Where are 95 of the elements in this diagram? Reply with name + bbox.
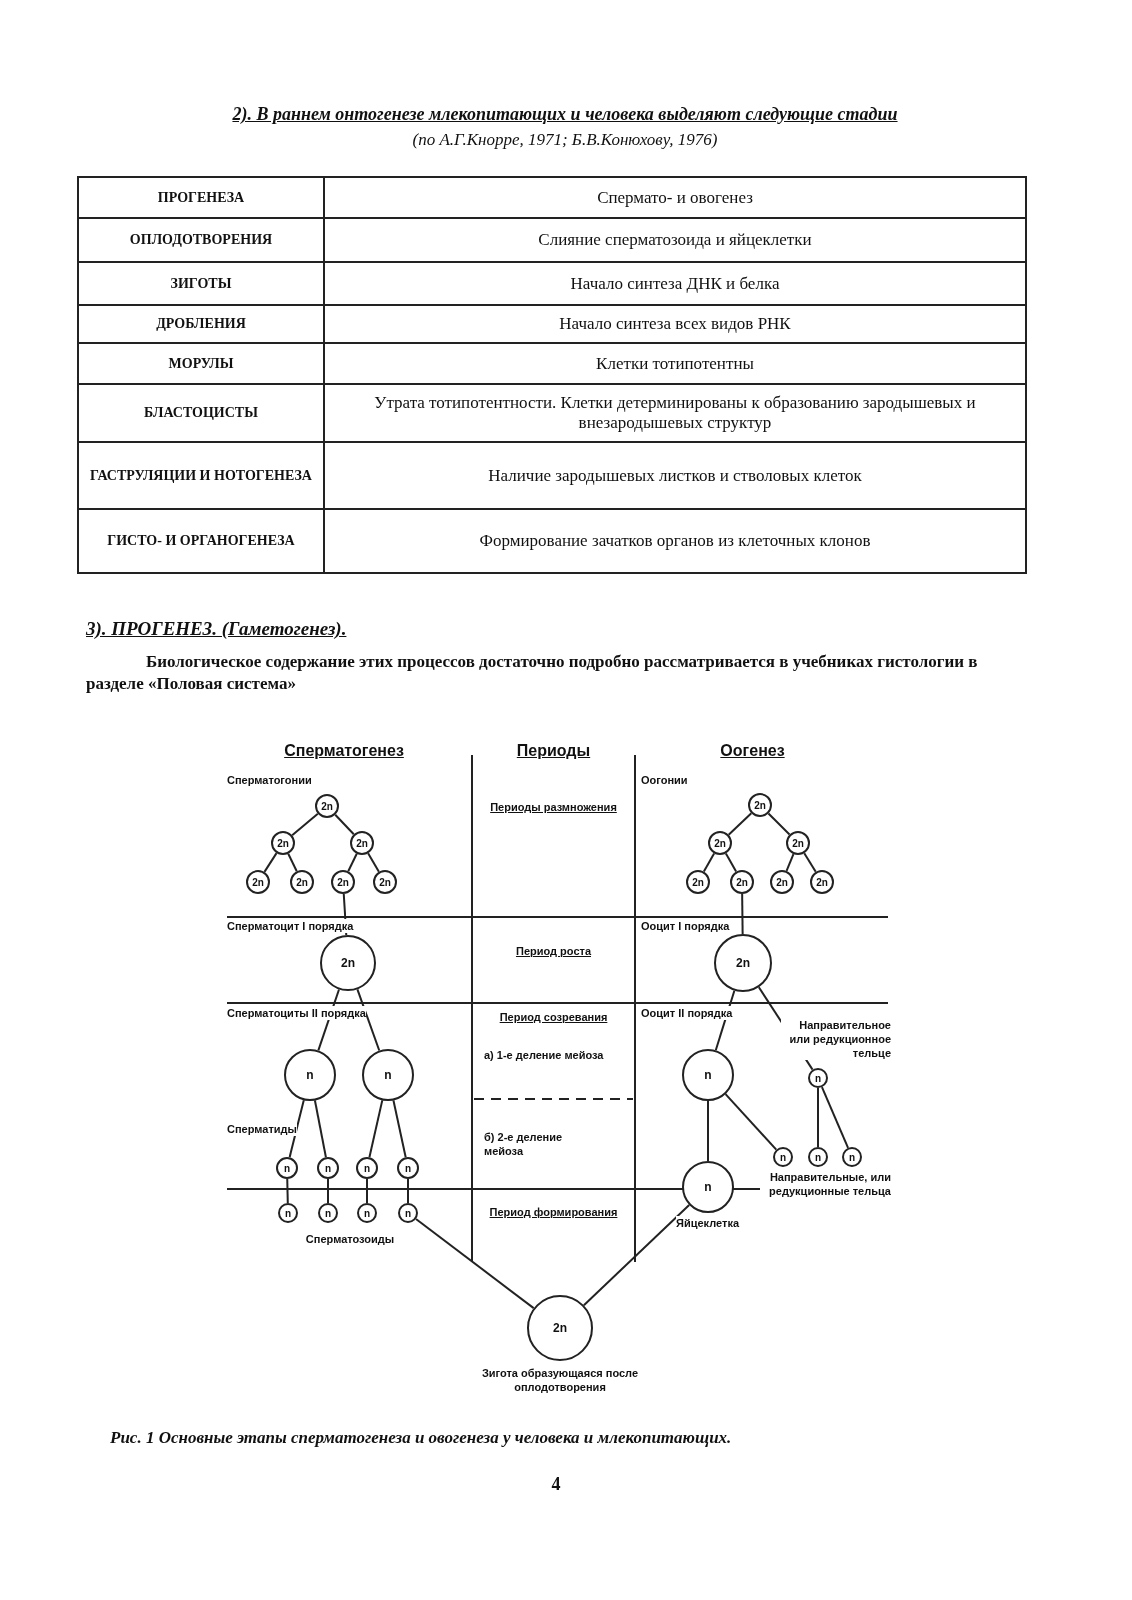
connector-line xyxy=(334,813,355,836)
cell-circle: 2n xyxy=(373,870,397,894)
stage-label: Сперматоцит I порядка xyxy=(227,919,354,933)
stage-name: ЗИГОТЫ xyxy=(78,262,324,305)
stage-label: Направительные, или редукционные тельца xyxy=(760,1170,891,1198)
cell-circle: 2n xyxy=(810,870,834,894)
cell-circle: 2n xyxy=(350,831,374,855)
connector-line xyxy=(313,1099,327,1159)
connector-line xyxy=(368,1099,384,1159)
cell-circle: n xyxy=(318,1203,338,1223)
connector-line xyxy=(714,989,736,1052)
cell-circle: n xyxy=(276,1157,298,1179)
cell-circle: 2n xyxy=(770,870,794,894)
connector-line xyxy=(407,1178,409,1204)
stage-label: Сперматогонии xyxy=(227,773,312,787)
stage-name: ГАСТРУЛЯЦИИ И НОТОГЕНЕЗА xyxy=(78,442,324,509)
stage-label: Оогонии xyxy=(641,773,688,787)
section-heading: 3). ПРОГЕНЕЗ. (Гаметогенез). xyxy=(86,618,348,640)
connector-line xyxy=(724,1093,778,1151)
connector-line xyxy=(288,1099,305,1159)
cell-circle: n xyxy=(317,1157,339,1179)
connector-line xyxy=(356,988,381,1052)
connector-line xyxy=(803,852,817,873)
cell-circle: 2n xyxy=(686,870,710,894)
cell-circle: 2n xyxy=(331,870,355,894)
cell-circle: 2n xyxy=(527,1295,593,1361)
cell-circle: n xyxy=(773,1147,793,1167)
connector-line xyxy=(767,812,791,836)
cell-circle: 2n xyxy=(320,935,376,991)
connector-line xyxy=(366,1178,368,1204)
connector-line xyxy=(347,852,358,873)
cell-circle: n xyxy=(284,1049,336,1101)
stage-label: Сперматиды xyxy=(227,1122,297,1136)
stage-name: ГИСТО- И ОРГАНОГЕНЕЗА xyxy=(78,509,324,573)
cell-circle: n xyxy=(398,1203,418,1223)
connector-line xyxy=(287,852,298,873)
stage-name: БЛАСТОЦИСТЫ xyxy=(78,384,324,442)
connector-line xyxy=(582,1203,691,1307)
cell-circle: n xyxy=(397,1157,419,1179)
connector-line xyxy=(286,1178,289,1204)
cell-circle: n xyxy=(362,1049,414,1101)
section-heading: 2). В раннем онтогенезе млекопитающих и человека выделяют следующие стадии xyxy=(231,104,899,125)
connector-line xyxy=(327,1178,329,1204)
connector-line xyxy=(741,893,744,935)
stage-name: ПРОГЕНЕЗА xyxy=(78,177,324,218)
connector-line xyxy=(263,852,278,873)
cell-circle: n xyxy=(357,1203,377,1223)
stage-description: Слияние сперматозоида и яйцеклетки xyxy=(324,218,1026,262)
connector-line xyxy=(707,1100,709,1162)
stage-description: Утрата тотипотентности. Клетки детерминированы к образованию зародышевых и внезародышевых структур xyxy=(324,384,1026,442)
stage-description: Спермато- и овогенез xyxy=(324,177,1026,218)
cell-circle: 2n xyxy=(315,794,339,818)
citation-text: (по А.Г.Кнорре, 1971; Б.В.Конюхову, 1976) xyxy=(411,130,719,150)
cell-circle: 2n xyxy=(271,831,295,855)
cell-circle: 2n xyxy=(748,793,772,817)
cell-circle: 2n xyxy=(708,831,732,855)
connector-line xyxy=(392,1099,407,1159)
cell-circle: 2n xyxy=(730,870,754,894)
stage-description: Начало синтеза ДНК и белка xyxy=(324,262,1026,305)
stage-description: Начало синтеза всех видов РНК xyxy=(324,305,1026,343)
figure-caption: Рис. 1 Основные этапы сперматогенеза и овогенеза у человека и млекопитающих. xyxy=(110,1428,733,1448)
cell-circle: n xyxy=(808,1147,828,1167)
connector-line xyxy=(317,988,340,1052)
connector-line xyxy=(702,852,716,873)
connector-line xyxy=(817,1087,819,1148)
cell-circle: 2n xyxy=(246,870,270,894)
cell-circle: 2n xyxy=(290,870,314,894)
stage-description: Формирование зачатков органов из клеточных клонов xyxy=(324,509,1026,573)
cell-circle: n xyxy=(842,1147,862,1167)
stage-description: Клетки тотипотентны xyxy=(324,343,1026,384)
cell-circle: n xyxy=(356,1157,378,1179)
connector-line xyxy=(367,852,380,873)
stage-label: Ооцит I порядка xyxy=(641,919,730,933)
node-caption: Направительное или редукционное тельце xyxy=(781,1018,891,1060)
connector-line xyxy=(724,852,738,873)
stage-name: ОПЛОДОТВОРЕНИЯ xyxy=(78,218,324,262)
cell-circle: 2n xyxy=(714,934,772,992)
cell-circle: n xyxy=(682,1161,734,1213)
connector-line xyxy=(414,1218,535,1310)
connector-line xyxy=(727,812,753,836)
connector-line xyxy=(785,853,795,872)
stage-description: Наличие зародышевых листков и стволовых клеток xyxy=(324,442,1026,509)
connector-line xyxy=(291,812,319,837)
cell-circle: n xyxy=(682,1049,734,1101)
stage-name: МОРУЛЫ xyxy=(78,343,324,384)
stage-label: Сперматоциты II порядка xyxy=(227,1006,366,1020)
connector-line xyxy=(820,1086,850,1149)
cell-circle: n xyxy=(278,1203,298,1223)
stage-label: Ооцит II порядка xyxy=(641,1006,733,1020)
paragraph: Биологическое содержание этих процессов достаточно подробно рассматривается в учебниках гистологии в разделе «Половая система» xyxy=(86,651,979,695)
page-number: 4 xyxy=(550,1474,562,1495)
stage-name: ДРОБЛЕНИЯ xyxy=(78,305,324,343)
cell-circle: n xyxy=(808,1068,828,1088)
period-label: а) 1-е деление мейоза xyxy=(484,1048,604,1062)
cell-circle: 2n xyxy=(786,831,810,855)
